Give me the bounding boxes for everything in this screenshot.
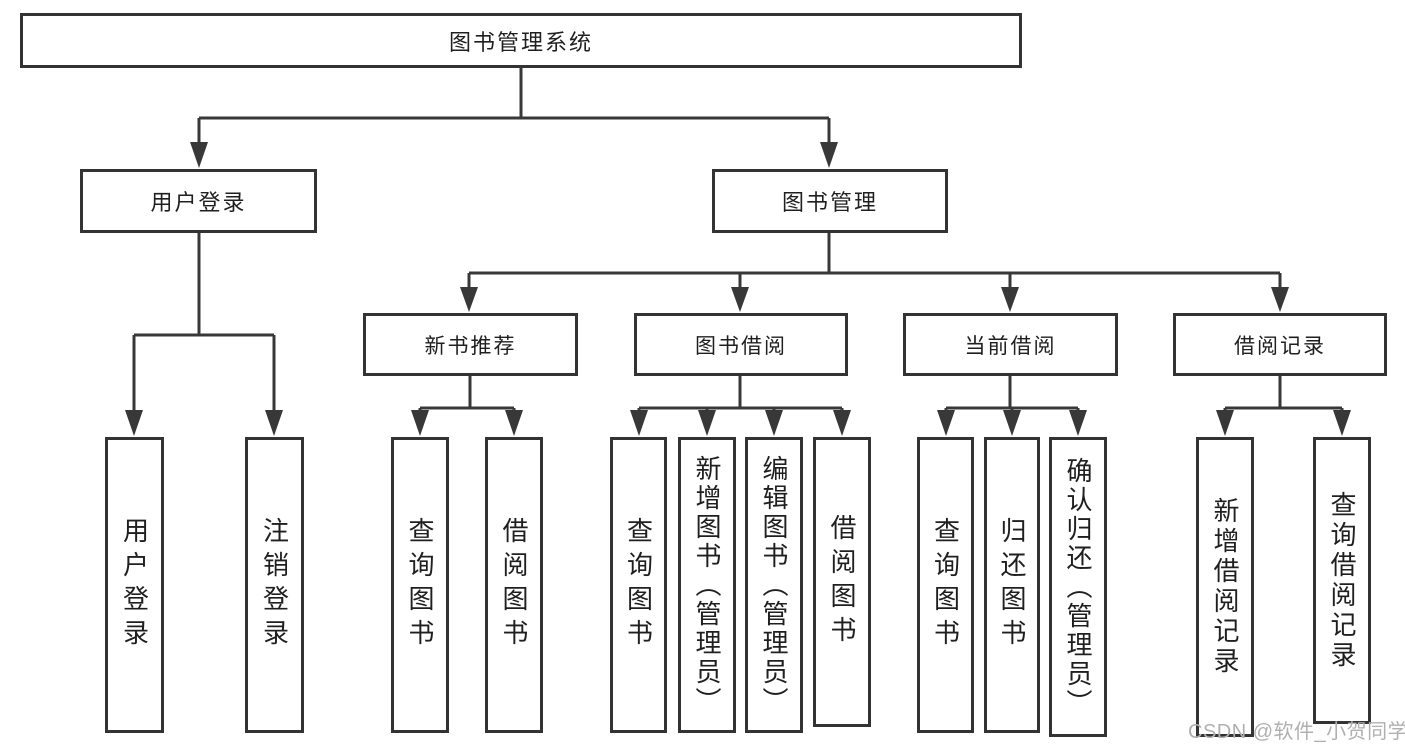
arrowheads <box>125 142 1351 436</box>
node-label: 图书管理系统 <box>448 29 593 55</box>
leaf-add-borrow-record: 新增借阅记录 <box>1196 437 1254 737</box>
leaf-label: 新增借阅记录 <box>1210 497 1240 677</box>
leaf-label: 确认归还（管理员） <box>1063 456 1093 718</box>
leaf-label: 借阅图书 <box>499 517 529 653</box>
node-label: 用户登录 <box>150 190 247 215</box>
node-borrowing-records: 借阅记录 <box>1173 313 1387 376</box>
leaf-label: 查询图书 <box>405 517 435 653</box>
node-label: 当前借阅 <box>964 334 1057 358</box>
node-label: 图书借阅 <box>695 334 787 358</box>
leaf-label: 新增图书（管理员） <box>692 454 722 716</box>
leaf-label: 编辑图书（管理员） <box>759 454 789 716</box>
leaf-label: 查询图书 <box>930 517 961 653</box>
leaf-label: 用户登录 <box>119 517 150 653</box>
leaf-borrow-books: 借阅图书 <box>485 437 543 733</box>
leaf-borrow-books: 借阅图书 <box>813 437 871 727</box>
leaf-return-books: 归还图书 <box>984 437 1040 733</box>
leaf-query-borrow-record: 查询借阅记录 <box>1313 437 1371 724</box>
leaf-confirm-return-admin: 确认归还（管理员） <box>1049 437 1107 737</box>
node-root: 图书管理系统 <box>20 13 1022 68</box>
leaf-user-login: 用户登录 <box>105 437 164 733</box>
node-book-management: 图书管理 <box>712 169 948 233</box>
node-label: 图书管理 <box>781 190 878 215</box>
leaf-query-books: 查询图书 <box>391 437 449 733</box>
leaf-label: 注销登录 <box>259 517 290 653</box>
leaf-label: 归还图书 <box>997 517 1027 653</box>
leaf-label: 查询借阅记录 <box>1327 490 1357 671</box>
leaf-label: 借阅图书 <box>827 514 857 650</box>
node-user-login: 用户登录 <box>80 169 317 233</box>
node-book-borrowing: 图书借阅 <box>634 313 848 376</box>
node-label: 借阅记录 <box>1234 334 1326 358</box>
watermark: CSDN @软件_小贺同学 <box>1188 721 1405 743</box>
leaf-add-books-admin: 新增图书（管理员） <box>678 437 736 733</box>
leaf-query-books: 查询图书 <box>610 437 667 733</box>
node-current-borrowing: 当前借阅 <box>903 313 1118 376</box>
node-label: 新书推荐 <box>424 334 517 358</box>
leaf-logout: 注销登录 <box>245 437 304 733</box>
node-new-book-recommend: 新书推荐 <box>363 313 578 376</box>
leaf-edit-books-admin: 编辑图书（管理员） <box>745 437 803 733</box>
leaf-query-books: 查询图书 <box>917 437 974 733</box>
leaf-label: 查询图书 <box>623 517 654 653</box>
